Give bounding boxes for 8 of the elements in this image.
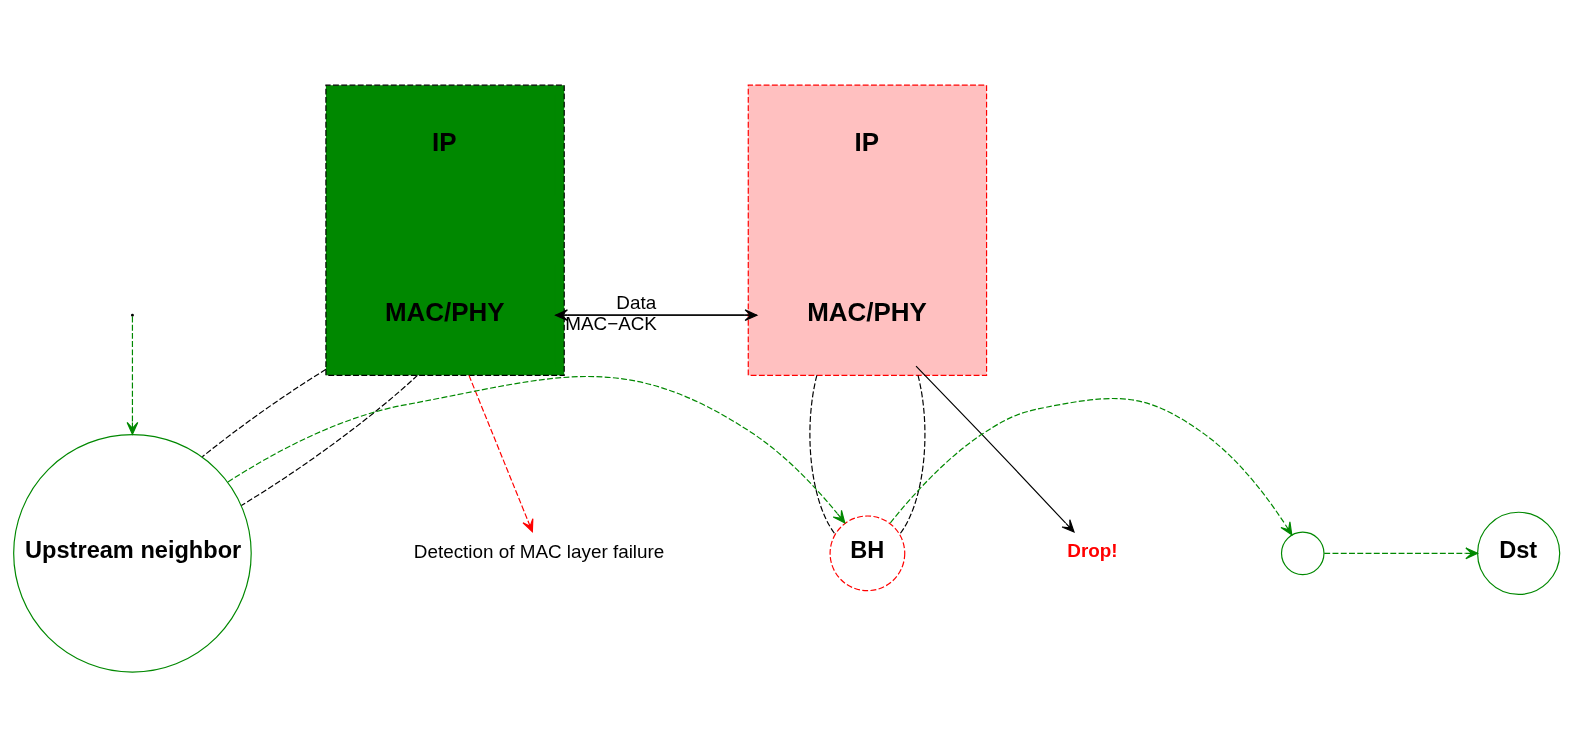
node-text: Detection of MAC layer failure bbox=[413, 540, 665, 562]
node-text: IP bbox=[432, 127, 457, 156]
node-text: MAC/PHY bbox=[384, 297, 505, 326]
node-text: IP bbox=[854, 127, 879, 156]
edge-label: Data bbox=[616, 292, 657, 314]
node-text: MAC/PHY bbox=[807, 297, 927, 326]
node-text: Drop! bbox=[1067, 539, 1118, 561]
edge-label: MAC−ACK bbox=[565, 313, 657, 335]
